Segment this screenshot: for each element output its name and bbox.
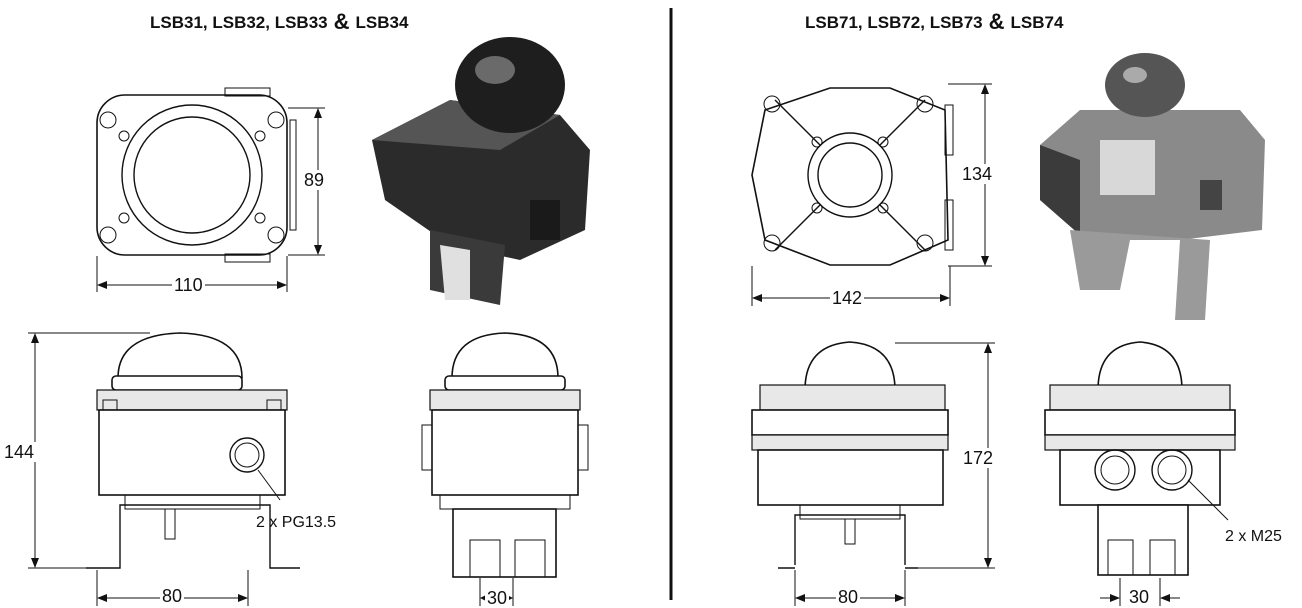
- left-title-models: LSB31, LSB32, LSB33: [150, 13, 328, 32]
- right-entry-note: 2 x M25: [1225, 528, 1282, 545]
- left-end-view: [421, 332, 589, 606]
- right-top-view: [751, 83, 992, 306]
- left-entry-note: 2 x PG13.5: [256, 514, 337, 531]
- left-top-width-dim: 110: [172, 275, 205, 295]
- right-top-height-dim: 134: [960, 164, 995, 184]
- left-bracket-width-dim: 80: [160, 586, 185, 606]
- left-side-height-dim: 144: [2, 442, 37, 462]
- left-end-width-dim: 30: [485, 588, 510, 608]
- right-bracket-width-dim: 80: [836, 587, 861, 607]
- left-top-view: [96, 87, 325, 292]
- left-title: LSB31, LSB32, LSB33&LSB34: [150, 8, 408, 34]
- left-top-height-dim: 89: [302, 170, 327, 190]
- right-end-width-dim: 30: [1127, 587, 1152, 607]
- left-product-photo: [372, 37, 590, 305]
- left-side-view: [28, 332, 300, 606]
- left-title-last: LSB34: [355, 13, 409, 32]
- right-product-photo: [1040, 53, 1265, 320]
- right-side-view: [751, 341, 995, 606]
- right-end-view: [1044, 341, 1236, 606]
- right-side-height-dim: 172: [961, 448, 996, 468]
- right-title-last: LSB74: [1010, 13, 1064, 32]
- left-title-ampersand: &: [333, 9, 350, 34]
- right-title-models: LSB71, LSB72, LSB73: [805, 13, 983, 32]
- right-top-width-dim: 142: [830, 288, 865, 308]
- right-title: LSB71, LSB72, LSB73&LSB74: [805, 8, 1063, 34]
- right-title-ampersand: &: [988, 9, 1005, 34]
